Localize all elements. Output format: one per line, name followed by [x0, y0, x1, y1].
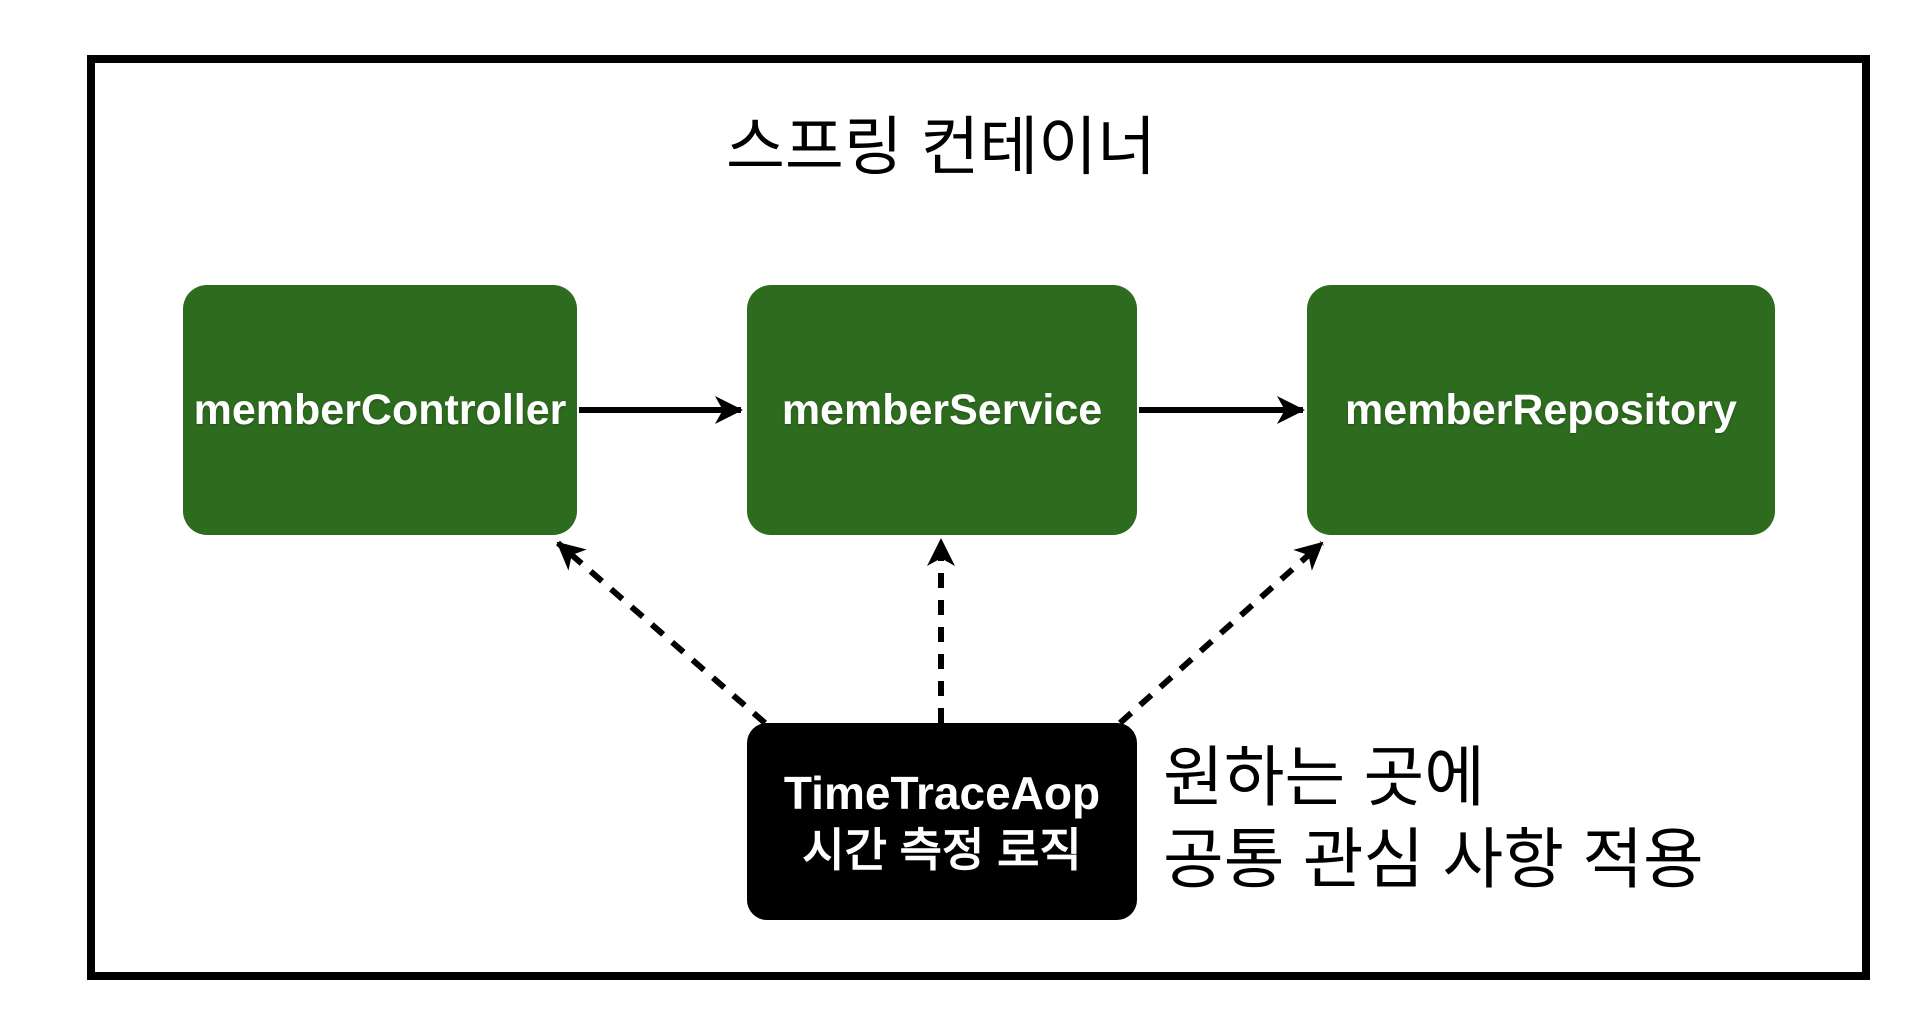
spring-container-title: 스프링 컨테이너 [726, 111, 1156, 183]
bean-label-member-controller: memberController [193, 385, 567, 434]
annotation-line-1: 원하는 곳에 [1163, 740, 1485, 814]
bean-label-member-service: memberService [781, 385, 1103, 434]
aop-box-time-trace: TimeTraceAop 시간 측정 로직 [747, 723, 1137, 920]
aop-box-title: TimeTraceAop [783, 766, 1101, 819]
bean-box-member-service: memberService [747, 285, 1137, 535]
annotation-line-2: 공통 관심 사항 적용 [1163, 822, 1704, 896]
bean-label-member-repository: memberRepository [1345, 385, 1737, 434]
annotation-text: 원하는 곳에 공통 관심 사항 적용 [1163, 736, 1704, 900]
aop-box-subtitle: 시간 측정 로직 [802, 823, 1082, 876]
bean-box-member-repository: memberRepository [1307, 285, 1775, 535]
bean-box-member-controller: memberController [183, 285, 577, 535]
